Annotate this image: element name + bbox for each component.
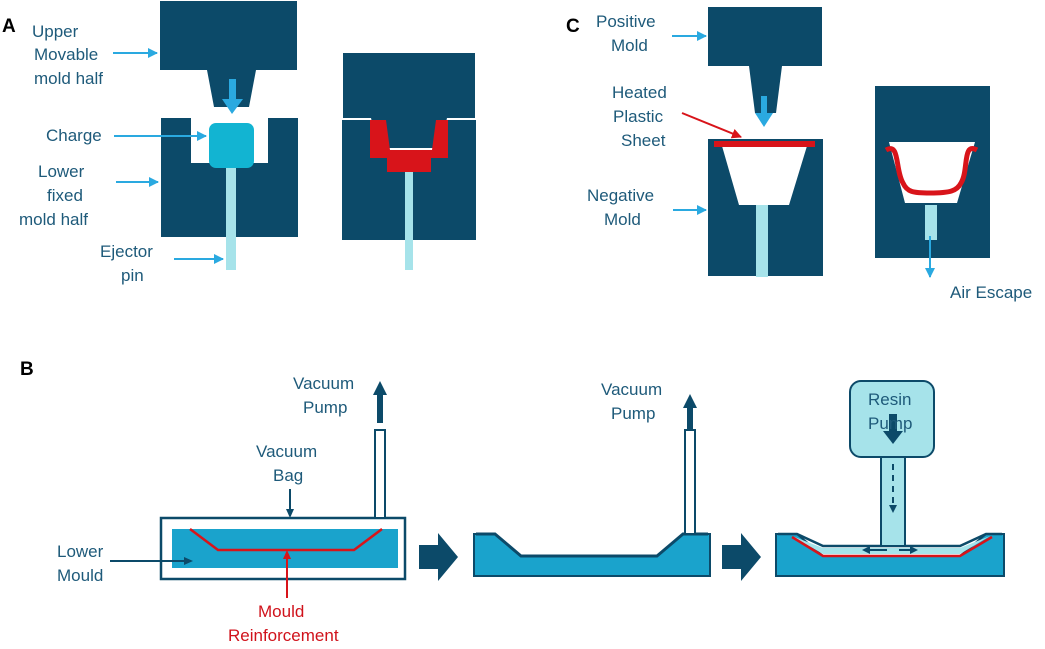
resin-flow-head (889, 505, 897, 513)
label-heated-1: Heated (612, 83, 667, 102)
upper-movable-mold-half (160, 1, 297, 107)
label-heated-3: Sheet (621, 131, 666, 150)
label-air-escape: Air Escape (950, 283, 1032, 302)
panel-a-closed-mold (342, 53, 476, 270)
label-lower-mould-1: Lower (57, 542, 104, 561)
bag-pointer-head (286, 509, 294, 518)
label-lower-3: mold half (19, 210, 88, 229)
lower-mould-pointer-head (184, 557, 193, 565)
resin-pump-arrow-head (883, 431, 903, 444)
label-ejector-1: Ejector (100, 242, 153, 261)
vacuum-arrow-shaft-1 (377, 393, 383, 423)
panel-c-open-mold (708, 7, 823, 277)
panel-a-label: A (2, 16, 16, 37)
label-upper-1: Upper (32, 22, 79, 41)
panel-b-step-1 (159, 381, 407, 581)
label-bag-2: Bag (273, 466, 303, 485)
label-lower-1: Lower (38, 162, 85, 181)
label-resin-1: Resin (868, 390, 911, 409)
label-reinf-2: Reinforcement (228, 626, 339, 645)
charge-block (209, 123, 254, 168)
ejector-pin (226, 168, 236, 270)
process-arrow-1 (419, 533, 458, 581)
heated-plastic-sheet (714, 141, 815, 147)
air-escape-channel (925, 205, 937, 240)
label-lower-2: fixed (47, 186, 83, 205)
label-lower-mould-2: Mould (57, 566, 103, 585)
vacuum-arrow-head-1 (373, 381, 387, 395)
mould-reinforcement-3 (791, 535, 993, 558)
panel-b-step-3 (775, 380, 1005, 577)
heated-pointer (681, 112, 742, 139)
label-positive-1: Positive (596, 12, 656, 31)
label-bag-1: Vacuum (256, 442, 317, 461)
panel-a-open-mold (160, 1, 298, 270)
label-resin-2: Pump (868, 414, 912, 433)
label-upper-2: Movable (34, 45, 98, 64)
positive-arrow-head (755, 113, 773, 127)
label-reinf-1: Mould (258, 602, 304, 621)
positive-arrow-shaft (761, 96, 767, 113)
formed-plastic-part (884, 146, 979, 196)
vacuum-arrow-shaft-2 (687, 406, 693, 430)
positive-mold (708, 7, 822, 113)
label-upper-3: mold half (34, 69, 103, 88)
resin-fill-3 (792, 536, 990, 554)
press-arrow-shaft (229, 79, 236, 100)
panel-c-label: C (566, 16, 580, 37)
mould-reinforcement-1 (189, 528, 383, 552)
label-positive-2: Mold (611, 36, 648, 55)
label-vp2-1: Vacuum (601, 380, 662, 399)
spread-left-head (862, 546, 870, 554)
process-arrow-2 (722, 533, 761, 581)
vacuum-tube-2 (684, 429, 696, 535)
panel-c-formed-mold (875, 86, 990, 278)
closed-ejector-pin (405, 172, 413, 270)
resin-pump-arrow-shaft (889, 414, 897, 432)
label-negative-1: Negative (587, 186, 654, 205)
lower-mould-1 (172, 529, 398, 568)
vacuum-arrow-head-2 (683, 394, 697, 408)
label-heated-2: Plastic (613, 107, 664, 126)
reinforcement-pointer-head (283, 550, 291, 559)
label-charge: Charge (46, 126, 102, 145)
panel-b-label: B (20, 359, 34, 380)
spread-right-head (910, 546, 918, 554)
label-vp1-2: Pump (303, 398, 347, 417)
label-ejector-2: pin (121, 266, 144, 285)
vacuum-tube-1 (374, 429, 386, 519)
vacuum-bag (159, 516, 407, 581)
formed-negative-mold (875, 86, 990, 258)
label-negative-2: Mold (604, 210, 641, 229)
press-arrow-head (222, 99, 243, 114)
panel-b-step-2 (473, 394, 711, 577)
label-vp2-2: Pump (611, 404, 655, 423)
label-vp1-1: Vacuum (293, 374, 354, 393)
c-ejector-pin (756, 205, 768, 277)
molded-part (370, 120, 448, 172)
